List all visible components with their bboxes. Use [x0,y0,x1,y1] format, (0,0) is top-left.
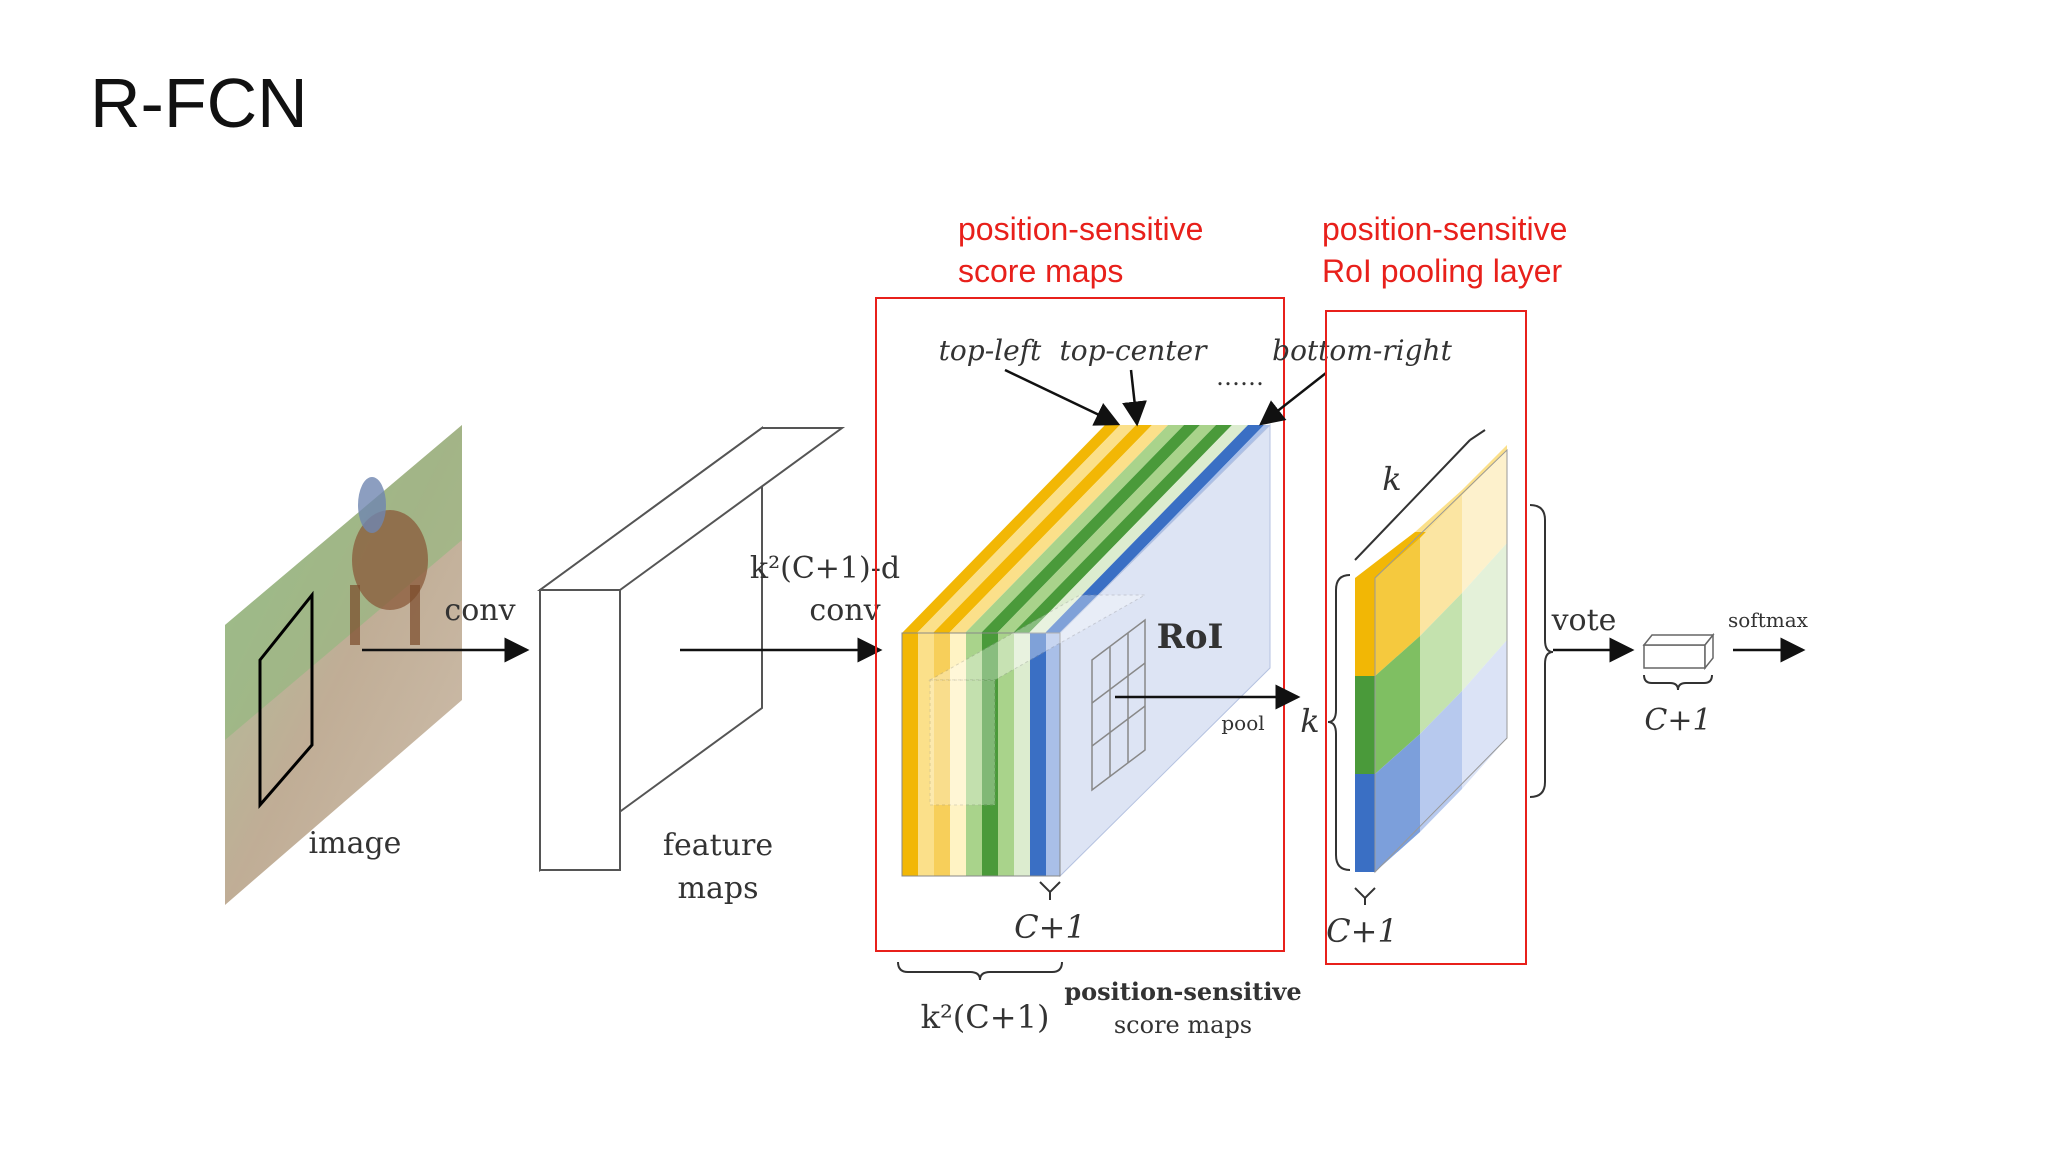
output-vector [1642,632,1715,671]
roi-pooling-annotation-1: position-sensitive [1322,211,1567,247]
top-left-label: top-left [939,334,1042,367]
feature-maps-label-1: feature [663,828,773,863]
top-left-arrow [1004,368,1121,426]
c-plus-1-maps-label: C+1 [1014,908,1086,946]
top-center-label: top-center [1060,334,1209,367]
vote-bracket [1529,504,1554,798]
ellipsis-label: …… [1216,363,1264,391]
k-top-brace [1354,429,1486,561]
image-label: image [309,826,402,861]
roi-pooling-annotation-2: RoI pooling layer [1322,253,1562,289]
score-maps-annotation-2: score maps [958,253,1123,289]
pooled-output-block [1355,445,1508,874]
k-top-label: k [1382,460,1401,498]
ps-score-maps-bottom-1: position-sensitive [1064,977,1301,1006]
vote-label: vote [1551,603,1617,638]
roi-box-on-image [258,590,314,810]
roi-label: RoI [1157,617,1224,657]
roi-pooling-highlight-box [1325,310,1527,965]
ps-score-maps-bottom-2: score maps [1114,1011,1252,1039]
bottom-right-label: bottom-right [1272,334,1452,367]
pool-label: pool [1221,711,1264,735]
softmax-label: softmax [1728,608,1809,632]
score-maps-annotation-1: position-sensitive [958,211,1203,247]
score-maps-block [901,423,1271,878]
score-maps-highlight-box [875,297,1285,952]
k2-conv-label-2: conv [809,593,880,628]
feature-maps-label-2: maps [678,871,759,906]
c-plus-1-out-label: C+1 [1644,703,1711,738]
slide-title: R-FCN [90,64,308,142]
k2-c-plus-1-label: k²(C+1) [921,998,1050,1036]
bottom-right-arrow [1259,372,1327,426]
top-center-arrow [1122,369,1147,427]
feature-maps-block [536,426,846,872]
k-side-brace [1327,574,1351,871]
c1-brace-out [1643,674,1713,691]
k2-brace [897,961,1063,981]
c1-brace-maps [1039,881,1061,900]
k2-conv-label-1: k²(C+1)-d [750,551,900,586]
k-side-label: k [1300,702,1319,740]
conv-label: conv [444,593,515,628]
c-plus-1-pool-label: C+1 [1326,912,1398,950]
input-image [225,425,462,905]
c1-brace-pool [1354,887,1376,905]
